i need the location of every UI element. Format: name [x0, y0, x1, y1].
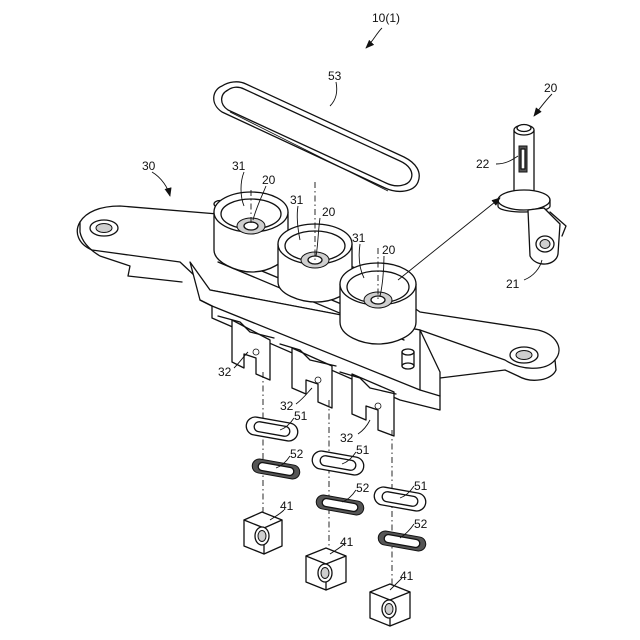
label-nut-41-b: 41 [340, 535, 354, 549]
label-seal-51-c: 51 [414, 479, 428, 493]
label-ring-52-c: 52 [414, 517, 428, 531]
label-body-30: 30 [142, 159, 156, 173]
label-pin-20-a: 20 [262, 173, 276, 187]
nut-41-a [244, 512, 282, 554]
label-pin-20-c: 20 [382, 243, 396, 257]
ring-52-b [315, 494, 365, 516]
label-socket-31-b: 31 [290, 193, 304, 207]
detail-pin-20 [498, 125, 566, 265]
label-pin-lug-21: 21 [506, 277, 520, 291]
seal-51-a [245, 416, 299, 443]
label-ring-52-b: 52 [356, 481, 370, 495]
ring-52-c [377, 530, 427, 552]
ring-52-a [251, 458, 301, 480]
label-detail-pin-20: 20 [544, 81, 558, 95]
label-pin-20-b: 20 [322, 205, 336, 219]
nut-41-c [370, 584, 410, 626]
label-socket-31-a: 31 [232, 159, 246, 173]
stack-b [306, 400, 365, 590]
label-leg-32-a: 32 [218, 365, 232, 379]
label-leg-32-c: 32 [340, 431, 354, 445]
label-leg-32-b: 32 [280, 399, 294, 413]
label-assembly-10: 10(1) [372, 11, 400, 25]
gasket-53 [214, 82, 420, 192]
label-seal-51-b: 51 [356, 443, 370, 457]
label-ring-52-a: 52 [290, 447, 304, 461]
label-nut-41-a: 41 [280, 499, 294, 513]
label-gasket-53: 53 [328, 69, 342, 83]
label-pin-window-22: 22 [476, 157, 490, 171]
nut-41-b [306, 548, 346, 590]
detail-arrow [398, 198, 500, 280]
label-seal-51-a: 51 [294, 409, 308, 423]
label-nut-41-c: 41 [400, 569, 414, 583]
label-socket-31-c: 31 [352, 231, 366, 245]
